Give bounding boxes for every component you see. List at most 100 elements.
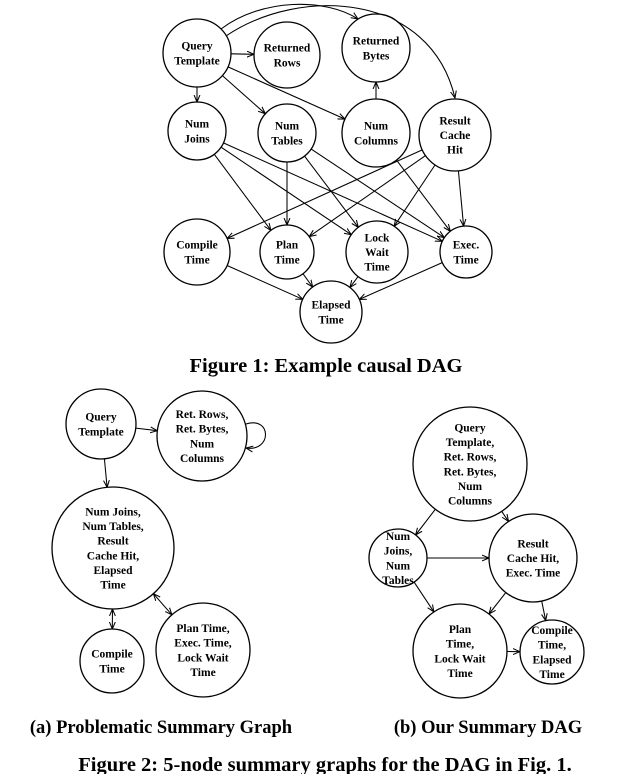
node-label: Num Joins, (85, 507, 141, 519)
edge-a-qt-to-a-rr (135, 428, 158, 431)
node-label: Time (453, 254, 478, 266)
node-label: Num (364, 121, 389, 133)
node-circle (368, 528, 428, 588)
node-circle (341, 98, 411, 168)
node-label: Exec. (453, 240, 480, 252)
node-label: Time (100, 580, 125, 592)
node-circle (51, 486, 175, 610)
node-label: Ret. Bytes, (176, 424, 229, 436)
edge-nc-to-et (396, 159, 451, 231)
node-label: Num Tables, (82, 521, 143, 533)
node-label: Result (517, 538, 548, 550)
node-circle (341, 13, 411, 83)
node-circle (519, 619, 585, 685)
edge-et-to-el (359, 262, 443, 300)
figure2b-caption: (b) Our Summary DAG (394, 718, 582, 738)
node-label: Time, (538, 640, 566, 652)
node-circle (156, 390, 248, 482)
node-label: Num (458, 481, 483, 493)
node-label: Ret. Rows, (176, 409, 229, 421)
node-label: Elapsed (533, 654, 573, 666)
node-label: Ret. Bytes, (444, 466, 497, 478)
node-label: Query (85, 412, 117, 424)
edge-qt-to-rb (220, 3, 358, 30)
node-circle (162, 18, 232, 88)
edge-b-rc-to-b-pt (489, 592, 507, 614)
node-label: Returned (353, 36, 400, 48)
node-label: Plan Time, (176, 623, 229, 635)
node-label: Time (184, 254, 209, 266)
node-label: Template, (446, 437, 495, 449)
edge-b-qt-to-b-rc (501, 511, 509, 521)
node-label: Tables (382, 575, 414, 587)
node-label: Compile (176, 240, 218, 252)
node-label: Template (174, 55, 220, 67)
node-label: Cache (440, 130, 471, 142)
node-label: Num (275, 121, 300, 133)
edge-qt-to-rch (225, 5, 455, 98)
edge-pt-to-el (302, 273, 313, 287)
edge-nj-to-lwt (220, 146, 351, 235)
figure2-caption: Figure 2: 5-node summary graphs for the … (78, 754, 572, 774)
node-circle (418, 98, 492, 172)
node-circle (79, 628, 145, 694)
node-label: Template (78, 426, 124, 438)
edge-rch-to-lwt (394, 164, 436, 226)
edge-nj-to-pt (213, 153, 271, 230)
node-circle (299, 280, 363, 344)
edge-nj-to-et (223, 142, 442, 241)
node-label: Columns (354, 135, 399, 147)
edge-nt-to-et (310, 148, 444, 238)
node-label: Query (454, 423, 486, 435)
edge-ct-to-el (226, 265, 303, 300)
node-label: Wait (365, 247, 389, 259)
node-label: Ret. Rows, (444, 452, 497, 464)
node-label: Returned (264, 43, 311, 55)
node-label: Time (447, 668, 472, 680)
node-label: Columns (180, 453, 225, 465)
node-circle (65, 388, 137, 460)
node-et: Exec. Time (439, 225, 493, 279)
node-label: Lock Wait (434, 653, 485, 665)
node-label: Joins, (384, 546, 413, 558)
node-label: Lock (365, 232, 391, 244)
edge-rch-to-pt (309, 155, 426, 237)
node-label: Bytes (363, 50, 390, 62)
edge-qt-to-rr (230, 54, 254, 55)
edge-rch-to-et (457, 170, 463, 226)
node-label: Plan (449, 624, 472, 636)
node-circle (155, 602, 251, 698)
node-label: Cache Hit, (507, 553, 560, 565)
node-label: Compile (91, 649, 133, 661)
figure1-caption: Figure 1: Example causal DAG (190, 355, 463, 377)
node-circle (163, 218, 231, 286)
node-circle (167, 101, 227, 161)
node-label: Num (386, 560, 411, 572)
edge-a-rr-self-loop (246, 422, 267, 448)
node-label: Cache Hit, (87, 550, 140, 562)
node-label: Plan (276, 240, 299, 252)
node-label: Exec. Time, (174, 638, 232, 650)
node-circle (253, 21, 321, 89)
node-label: Hit (447, 145, 463, 157)
node-label: Columns (448, 496, 493, 508)
figure2a-caption: (a) Problematic Summary Graph (30, 718, 293, 738)
node-label: Elapsed (94, 565, 134, 577)
edge-b-rc-to-b-ct (542, 600, 546, 621)
node-label: Result (97, 536, 128, 548)
node-label: Num (190, 438, 215, 450)
node-circle (412, 406, 528, 522)
node-label: Time (318, 314, 343, 326)
node-circle (259, 224, 315, 280)
